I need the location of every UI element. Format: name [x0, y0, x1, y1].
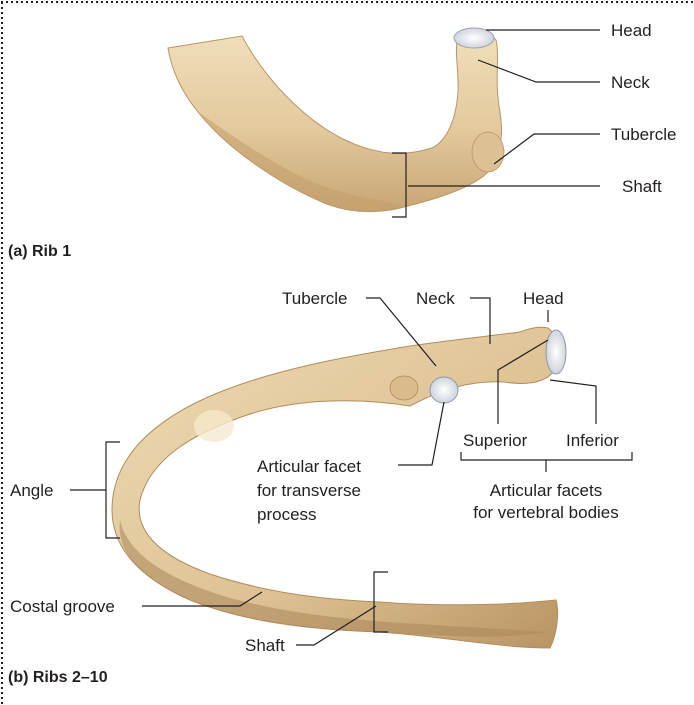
- rib-2-10-transverse-facet: [429, 376, 459, 404]
- leader-b-transverse-facet: [398, 401, 445, 466]
- leader-b-tubercle: [366, 297, 437, 367]
- rib-2-10-groove-shading: [119, 520, 549, 637]
- rib-1-tubercle-shape: [471, 131, 505, 173]
- label-a-shaft: Shaft: [622, 177, 662, 196]
- label-b-neck: Neck: [416, 289, 455, 308]
- bracket-b-articular-facets: [460, 452, 633, 472]
- label-b-transverse-facet-2: for transverse: [257, 481, 361, 500]
- leader-b-neck: [470, 297, 491, 344]
- label-b-superior: Superior: [463, 431, 528, 450]
- panel-b-ribs-2-10: Tubercle Neck Head Superior Inferior Art…: [8, 289, 633, 686]
- panel-a-caption: (a) Rib 1: [8, 243, 71, 260]
- rib-2-10-head-facet: [545, 329, 567, 375]
- leader-a-neck: [477, 59, 600, 83]
- rib-1-illustration: [167, 28, 502, 213]
- label-a-neck: Neck: [611, 73, 650, 92]
- leader-b-costal-groove: [142, 591, 263, 607]
- label-b-head: Head: [523, 289, 564, 308]
- label-b-articular-facets-1: Articular facets: [490, 481, 602, 500]
- rib-2-10-illustration: [111, 326, 559, 649]
- panel-b-caption: (b) Ribs 2–10: [8, 669, 108, 686]
- leader-b-superior: [497, 339, 549, 424]
- leader-a-tubercle: [493, 133, 600, 165]
- rib-1-head-facet: [453, 27, 495, 49]
- rib-1-shaft-shading: [198, 112, 408, 212]
- label-b-costal-groove: Costal groove: [10, 597, 115, 616]
- label-b-shaft: Shaft: [245, 636, 285, 655]
- bracket-b-angle: [105, 441, 120, 539]
- label-a-tubercle: Tubercle: [611, 125, 677, 144]
- leader-b-shaft: [296, 605, 377, 646]
- label-b-inferior: Inferior: [566, 431, 619, 450]
- bracket-b-shaft: [373, 571, 388, 633]
- bracket-a-shaft: [392, 152, 407, 218]
- label-b-transverse-facet-3: process: [257, 505, 317, 524]
- panel-a-rib-1: Head Neck Tubercle Shaft (a) Rib 1: [8, 21, 677, 260]
- label-b-articular-facets-2: for vertebral bodies: [473, 503, 619, 522]
- label-b-transverse-facet-1: Articular facet: [257, 457, 361, 476]
- label-b-tubercle: Tubercle: [282, 289, 348, 308]
- label-b-angle: Angle: [10, 481, 53, 500]
- leader-b-inferior: [549, 379, 597, 424]
- rib-2-10-tubercle-shape: [389, 375, 419, 401]
- label-a-head: Head: [611, 21, 652, 40]
- rib-2-10-angle-highlight: [194, 410, 234, 442]
